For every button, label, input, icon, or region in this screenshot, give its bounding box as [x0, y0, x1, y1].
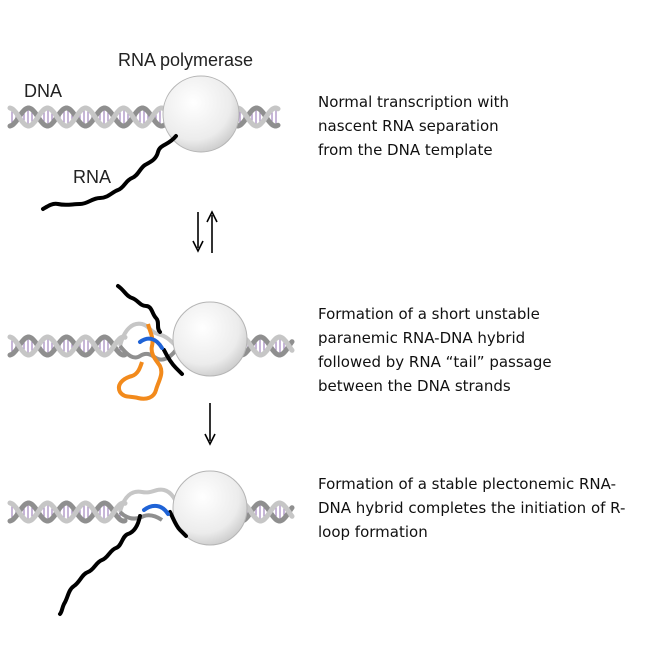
dna-strand-2: [7, 334, 128, 358]
dna-strand-3: [235, 105, 281, 129]
rna-dna-hybrid: [142, 503, 170, 516]
rna-polymerase-sphere-icon: [172, 470, 248, 546]
rna-strand-end: [168, 510, 188, 538]
rna-label: RNA: [73, 167, 111, 187]
dna-strand-2: [7, 500, 128, 524]
forward-arrow: [204, 403, 216, 446]
step-3-diagram: [7, 470, 295, 616]
dna-strand-1: [7, 500, 128, 524]
displaced-dna-strand: [118, 487, 182, 513]
dna-strand-4: [235, 105, 281, 129]
rna-tail-loop: [117, 323, 164, 401]
step-2-diagram: [7, 284, 295, 401]
dna-strand-1: [7, 334, 128, 358]
dna-strand-4: [239, 334, 295, 358]
dna-helix-rungs-left: [11, 337, 121, 355]
rna-dna-hybrid: [138, 336, 164, 350]
rna-polymerase-sphere-icon: [172, 301, 248, 377]
step-3-caption: Formation of a stable plectonemic RNA- D…: [318, 475, 630, 541]
template-dna-strand: [118, 344, 178, 362]
dna-strand-4: [239, 500, 295, 524]
rna-polymerase-sphere-icon: [162, 75, 240, 153]
step-1-diagram: RNA polymerase DNA RNA: [7, 50, 281, 211]
rna-polymerase-label: RNA polymerase: [118, 50, 253, 70]
dna-helix-rungs-left: [11, 503, 121, 521]
rna-strand: [116, 284, 162, 334]
dna-strand-2: [7, 105, 173, 129]
dna-label: DNA: [24, 81, 62, 101]
dna-double-helix: [7, 105, 281, 129]
rna-strand: [41, 134, 178, 211]
step-2-caption: Formation of a short unstable paranemic …: [318, 305, 556, 395]
step-1-caption: Normal transcription with nascent RNA se…: [318, 93, 514, 159]
rna-strand: [58, 514, 142, 616]
reversible-arrow: [192, 210, 218, 253]
rna-strand-end: [162, 348, 184, 376]
template-dna-strand: [118, 510, 164, 522]
